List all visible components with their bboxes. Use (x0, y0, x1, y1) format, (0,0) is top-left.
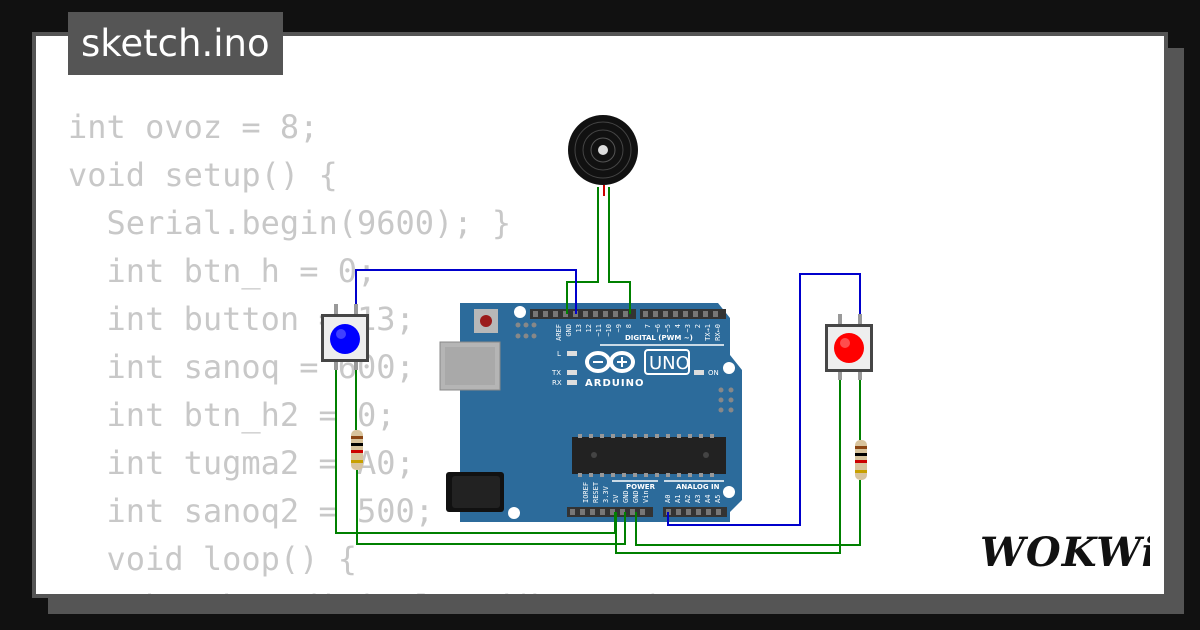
buzzer[interactable] (568, 115, 638, 185)
led-l (567, 351, 577, 356)
code-line: btn_h = digitalRead(button); (68, 583, 684, 594)
pin-label: TX→1 (704, 324, 712, 341)
code-line: int sanoq2 = 500; (68, 492, 435, 530)
power-label: POWER (626, 483, 656, 491)
pin-label: 3.3V (602, 485, 610, 503)
led-l-label: L (557, 350, 561, 358)
led-rx (567, 380, 577, 385)
pin-label: GND (622, 490, 630, 503)
pin-label: ~5 (664, 324, 672, 332)
pin-label: 8 (625, 324, 633, 328)
pin-label: ~6 (654, 324, 662, 332)
wire-left-button-signal[interactable] (355, 269, 577, 314)
pin-label: A3 (694, 495, 702, 503)
sketch-filename: sketch.ino (68, 12, 283, 75)
pushbutton-right[interactable] (825, 314, 873, 380)
pin-label: ~3 (684, 324, 692, 332)
pin-label: A1 (674, 495, 682, 503)
analog-header (663, 507, 727, 517)
led-rx-label: RX (552, 379, 562, 387)
pin-label: A2 (684, 495, 692, 503)
wire-buzzer-signal[interactable] (608, 187, 631, 314)
code-line: Serial.begin(9600); } (68, 204, 512, 242)
pin-label: ~10 (605, 324, 613, 337)
code-line: int tugma2 = A0; (68, 444, 415, 482)
pin-label: Vin (642, 490, 650, 503)
wokwi-logo: WOKWi (980, 529, 1150, 576)
code-line: int btn_h2 = 0; (68, 396, 396, 434)
led-tx-label: TX (551, 369, 561, 377)
code-line: int ovoz = 8; (68, 108, 319, 146)
pin-label: ~11 (595, 324, 603, 337)
analog-label: ANALOG IN (676, 483, 720, 491)
led-tx (567, 370, 577, 375)
wire-right-button-5v[interactable] (615, 376, 841, 554)
pin-label: ~9 (615, 324, 623, 332)
wokwi-logo-text: WOKWi (980, 529, 1150, 576)
pin-label: 12 (585, 324, 593, 332)
pin-label: 7 (644, 324, 652, 328)
pin-label: 4 (674, 324, 682, 328)
wire-right-button-signal[interactable] (667, 273, 861, 526)
pushbutton-left[interactable] (321, 304, 369, 370)
wire-left-resistor-gnd[interactable] (356, 470, 626, 545)
pin-label: GND (632, 490, 640, 503)
board-brand: ARDUINO (585, 378, 644, 389)
on-label: ON (708, 369, 719, 377)
pin-label: 5V (612, 494, 620, 503)
code-line: void loop() { (68, 540, 357, 578)
pin-label: IOREF (582, 482, 590, 503)
pin-label: 2 (694, 324, 702, 328)
microcontroller-chip (572, 437, 726, 474)
pin-label: RX←0 (714, 324, 722, 341)
arduino-logo-icon (585, 351, 635, 373)
pin-label: AREF (555, 324, 563, 341)
board-model: UNO (649, 353, 690, 374)
pin-label: 13 (575, 324, 583, 332)
digital-label: DIGITAL (PWM ~) (625, 334, 693, 342)
pin-label: RESET (592, 481, 600, 503)
code-line: void setup() { (68, 156, 338, 194)
pin-label: A4 (704, 495, 712, 503)
pin-label: A0 (664, 495, 672, 503)
button-cap-blue[interactable] (330, 324, 360, 354)
wires (335, 185, 861, 554)
button-cap-red[interactable] (834, 333, 864, 363)
pin-label: A5 (714, 495, 722, 503)
led-on (694, 370, 704, 375)
pin-label: GND (565, 324, 573, 337)
code-line: int btn_h = 0; (68, 252, 377, 290)
code-preview: int ovoz = 8; void setup() { Serial.begin… (68, 103, 685, 594)
wire-buzzer-gnd[interactable] (566, 187, 599, 314)
resistor-left[interactable] (351, 430, 363, 470)
wire-right-resistor-gnd[interactable] (635, 480, 861, 546)
resistor-right[interactable] (855, 440, 867, 480)
